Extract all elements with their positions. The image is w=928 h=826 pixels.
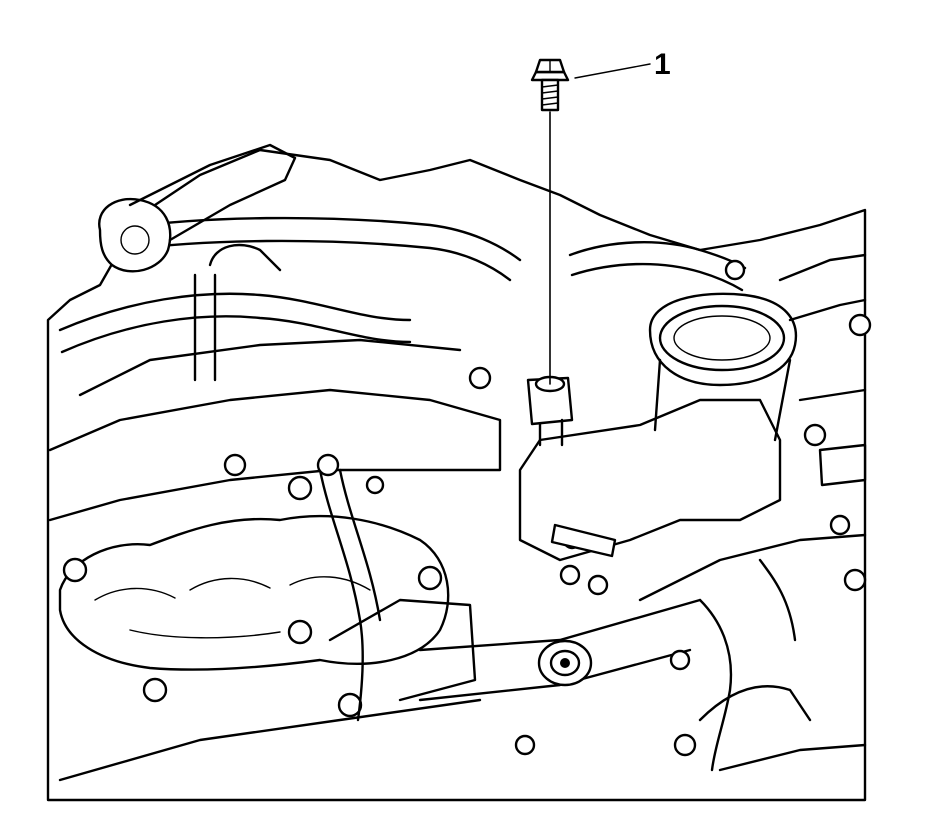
bolt-mounting-boss	[526, 375, 574, 447]
left-cylinder-head	[48, 338, 502, 522]
right-cylinder-head	[638, 253, 872, 602]
fuel-lines	[316, 453, 797, 772]
callout-leader-line	[574, 63, 651, 79]
front-cover	[58, 598, 867, 782]
coolant-fitting	[98, 143, 297, 273]
callout-label-1: 1	[654, 48, 671, 81]
idler-pulley	[418, 598, 702, 702]
coolant-hoses	[58, 216, 747, 382]
bolt-icon	[530, 58, 570, 112]
callout-1: 1	[530, 48, 671, 385]
left-exhaust-manifold	[58, 475, 450, 703]
water-outlet-housing	[518, 292, 798, 596]
